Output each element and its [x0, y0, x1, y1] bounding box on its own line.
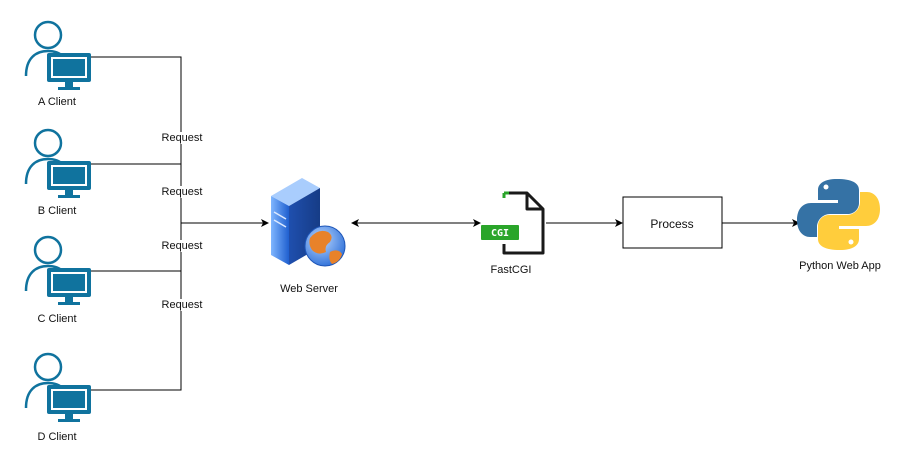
process-box [622, 196, 723, 249]
client-b-label: B Client [37, 205, 77, 217]
client-a-label: A Client [38, 96, 76, 108]
web-server-label: Web Server [280, 283, 338, 295]
python-web-app-label: Python Web App [799, 260, 881, 272]
client-a-icon [24, 20, 91, 90]
connector-a-d [90, 56, 182, 391]
request-label-4: Request [160, 299, 204, 311]
request-label-3: Request [160, 240, 204, 252]
client-connectors [90, 56, 800, 391]
client-c-icon [24, 235, 91, 305]
cgi-badge [481, 225, 519, 240]
client-d-icon [24, 352, 91, 422]
fastcgi-label: FastCGI [490, 264, 532, 276]
client-d-label: D Client [37, 431, 77, 443]
client-c-label: C Client [37, 313, 77, 325]
web-server-icon [271, 178, 346, 267]
process-label: Process [650, 217, 694, 231]
svg-text:CGI: CGI [491, 228, 509, 239]
client-b-icon [24, 128, 91, 198]
request-label-1: Request [160, 132, 204, 144]
request-label-2: Request [160, 186, 204, 198]
fastcgi-icon: CGI [481, 191, 545, 255]
python-logo-icon [797, 179, 880, 250]
